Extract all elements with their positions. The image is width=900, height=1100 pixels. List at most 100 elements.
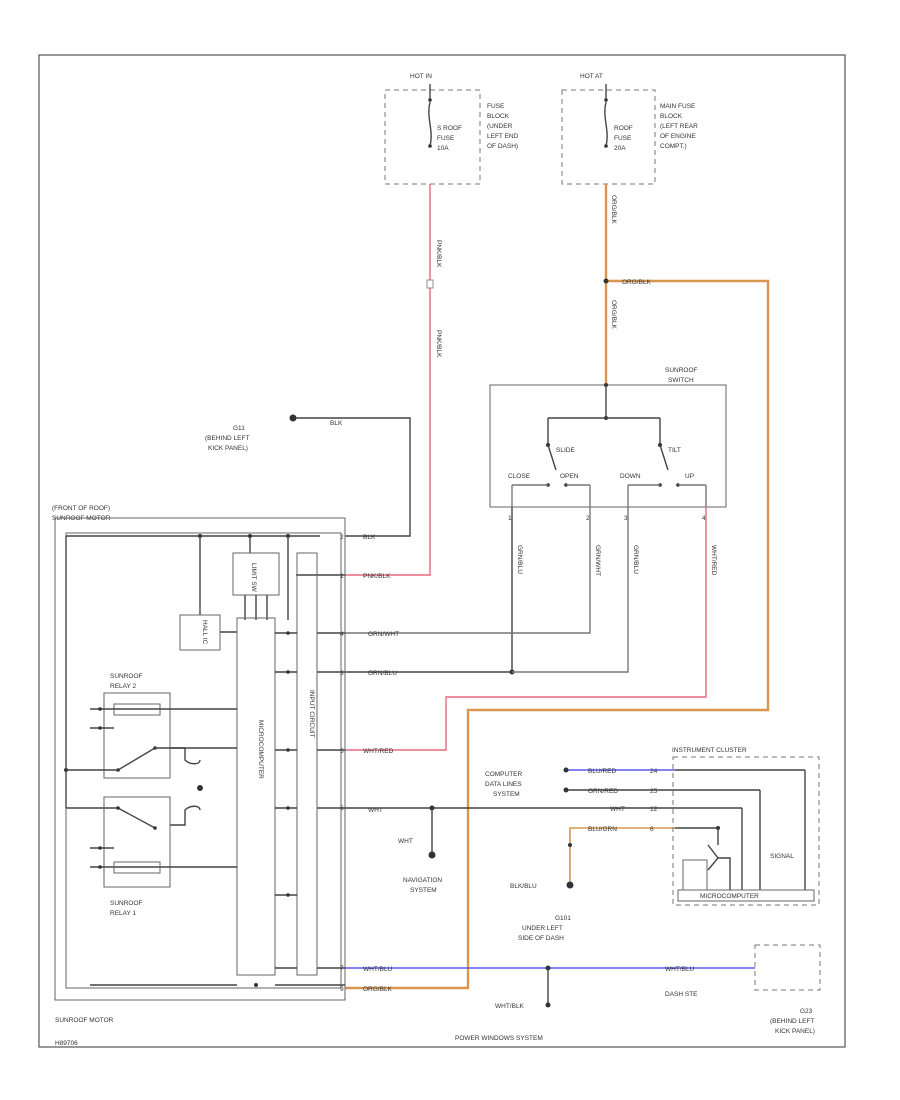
wire-org-blk-label-2: ORG/BLK xyxy=(622,279,652,286)
g11-label-2: (BEHIND LEFT xyxy=(205,435,249,442)
fuse-left-desc-5: OF DASH) xyxy=(487,143,518,150)
fuse-right-desc-1: MAIN FUSE xyxy=(660,103,696,110)
switch-tilt-label: TILT xyxy=(668,447,681,454)
switch-pin-3: 3 xyxy=(624,515,628,522)
wire-wht-red-label: WHT/RED xyxy=(363,748,394,755)
wire-blk-g11-label: BLK xyxy=(330,420,343,427)
wire-grn-wht-label: GRN/WHT xyxy=(368,631,399,638)
fuse-right-label-3: 20A xyxy=(614,145,626,152)
switch-close-label: CLOSE xyxy=(508,473,531,480)
power-windows-label: POWER WINDOWS SYSTEM xyxy=(455,1035,543,1042)
instrument-cluster: INSTRUMENT CLUSTER 24 25 12 6 SIGNAL MIC… xyxy=(650,747,820,906)
fuse-left-label-3: 10A xyxy=(437,145,449,152)
wire-pnk-blk-label-2: PNK/BLK xyxy=(435,330,442,358)
wire-pnk-blk-label-3: PNK/BLK xyxy=(363,573,391,580)
fuse-right-desc-5: COMPT.) xyxy=(660,143,687,150)
wire-blu-red-label: BLU/RED xyxy=(588,768,616,775)
wire-pnk-blk-label-1: PNK/BLK xyxy=(435,240,442,268)
sunroof-switch: SUNROOF SWITCH SLIDE TILT CLOSE OPEN DOW… xyxy=(489,367,727,522)
wire-org-blk-label-4: ORG/BLK xyxy=(363,986,393,993)
g23-label-1: G23 xyxy=(800,1008,813,1015)
cluster-pin-6: 6 xyxy=(650,826,654,833)
motor-pin-4: 4 xyxy=(340,631,344,638)
fuse-right-desc-4: OF ENGINE xyxy=(660,133,696,140)
g23-label-3: KICK PANEL) xyxy=(775,1028,815,1035)
fuse-right-label-1: ROOF xyxy=(614,125,633,132)
wire-wht-blu-label-1: WHT/BLU xyxy=(363,966,393,973)
switch-wire-grn-wht: GRN/WHT xyxy=(594,545,601,576)
ground-g23: DASH STE G23 (BEHIND LEFT KICK PANEL) xyxy=(665,944,821,1035)
wire-wht-blk-label: WHT/BLK xyxy=(495,1003,525,1010)
computer-data-lines: COMPUTER DATA LINES SYSTEM BLU/RED GRN/R… xyxy=(485,767,675,890)
wire-org-blk-label-3: ORG/BLK xyxy=(610,300,617,330)
motor-pin-5: 5 xyxy=(340,748,344,755)
cluster-title: INSTRUMENT CLUSTER xyxy=(672,747,747,754)
motor-hall-ic: HALL IC xyxy=(201,620,208,645)
cdl-label-1: COMPUTER xyxy=(485,771,523,778)
motor-input-circuit: INPUT CIRCUIT xyxy=(308,690,315,738)
switch-wire-wht-red: WHT/RED xyxy=(710,545,717,576)
motor-pin-9: 9 xyxy=(340,986,344,993)
wire-wht-label: WHT xyxy=(368,807,383,814)
switch-title-1: SUNROOF xyxy=(665,367,698,374)
motor-pin-2: 2 xyxy=(340,534,344,541)
g11-label-1: G11 xyxy=(233,425,245,432)
cluster-pin-12: 12 xyxy=(650,806,658,813)
fuse-left-desc-3: (UNDER xyxy=(487,123,513,130)
cluster-pin-25: 25 xyxy=(650,788,658,795)
nav-label-2: SYSTEM xyxy=(410,887,437,894)
switch-wire-grn: GRN/BLU xyxy=(632,545,639,574)
ground-g11: BLK G11 (BEHIND LEFT KICK PANEL) BLK xyxy=(205,414,411,541)
diagram-frame xyxy=(38,54,846,1048)
switch-title-2: SWITCH xyxy=(668,377,694,384)
ground-g101: G101 UNDER LEFT SIDE OF DASH xyxy=(518,915,571,942)
fuse-left-desc-4: LEFT END xyxy=(487,133,519,140)
wire-grn-blu-label: GRN/BLU xyxy=(368,670,397,677)
cdl-label-2: DATA LINES xyxy=(485,781,522,788)
wire-org-blk-label-1: ORG/BLK xyxy=(610,195,617,225)
wire-wht-blu-label-2: WHT/BLU xyxy=(665,966,695,973)
switch-up-label: UP xyxy=(685,473,694,480)
wire-org-blk: ORG/BLK ORG/BLK ORG/BLK ORG/BLK xyxy=(345,184,770,993)
switch-wire-grn-blu: GRN/BLU xyxy=(516,545,523,574)
fuse-left-header: HOT IN xyxy=(410,73,432,80)
motor-pin-3: 3 xyxy=(340,670,344,677)
nav-label-1: NAVIGATION xyxy=(403,877,442,884)
wire-wht-cluster-label: WHT xyxy=(610,806,625,813)
relay1-label-1: SUNROOF xyxy=(110,900,143,907)
wire-blk-blu-label: BLK/BLU xyxy=(510,883,537,890)
dash-ste-label: DASH STE xyxy=(665,991,698,998)
fuse-right-desc-2: BLOCK xyxy=(660,113,683,120)
fuse-right-header: HOT AT xyxy=(580,73,603,80)
g101-label-2: UNDER LEFT xyxy=(522,925,563,932)
sunroof-motor: (FRONT OF ROOF) SUNROOF MOTOR 2 1 4 3 5 … xyxy=(52,505,346,1047)
switch-slide-label: SLIDE xyxy=(556,447,575,454)
wire-wht-blu: WHT/BLU WHT/BLU WHT/BLK POWER WINDOWS SY… xyxy=(345,965,755,1042)
g101-label-1: G101 xyxy=(555,915,571,922)
fuse-right-label-2: FUSE xyxy=(614,135,632,142)
g23-label-2: (BEHIND LEFT xyxy=(770,1018,814,1025)
wire-wht: WHT NAVIGATION SYSTEM xyxy=(345,805,675,894)
cluster-microcomputer: MICROCOMPUTER xyxy=(700,893,759,900)
g101-label-3: SIDE OF DASH xyxy=(518,935,564,942)
switch-open-label: OPEN xyxy=(560,473,579,480)
switch-pin-2: 2 xyxy=(586,515,590,522)
motor-microcomputer: MICROCOMPUTER xyxy=(257,720,264,779)
wire-blk-motor-label: BLK xyxy=(363,534,376,541)
wire-blu-grn-label: BLU/GRN xyxy=(588,826,617,833)
g11-label-3: KICK PANEL) xyxy=(208,445,248,452)
fuse-left-desc-1: FUSE xyxy=(487,103,505,110)
switch-down-label: DOWN xyxy=(620,473,641,480)
relay1-label-2: RELAY 1 xyxy=(110,910,137,917)
nav-wht-label: WHT xyxy=(398,838,413,845)
wire-grn-red-label: GRN/RED xyxy=(588,788,618,795)
fuse-right-desc-3: (LEFT REAR xyxy=(660,123,698,130)
motor-header-1: (FRONT OF ROOF) xyxy=(52,505,110,512)
switch-pin-4: 4 xyxy=(702,515,706,522)
relay2-label-1: SUNROOF xyxy=(110,673,143,680)
motor-pin-1: 1 xyxy=(340,573,344,580)
switch-pin-1: 1 xyxy=(508,515,512,522)
relay2-label-2: RELAY 2 xyxy=(110,683,137,690)
fuse-left-label-2: FUSE xyxy=(437,135,455,142)
